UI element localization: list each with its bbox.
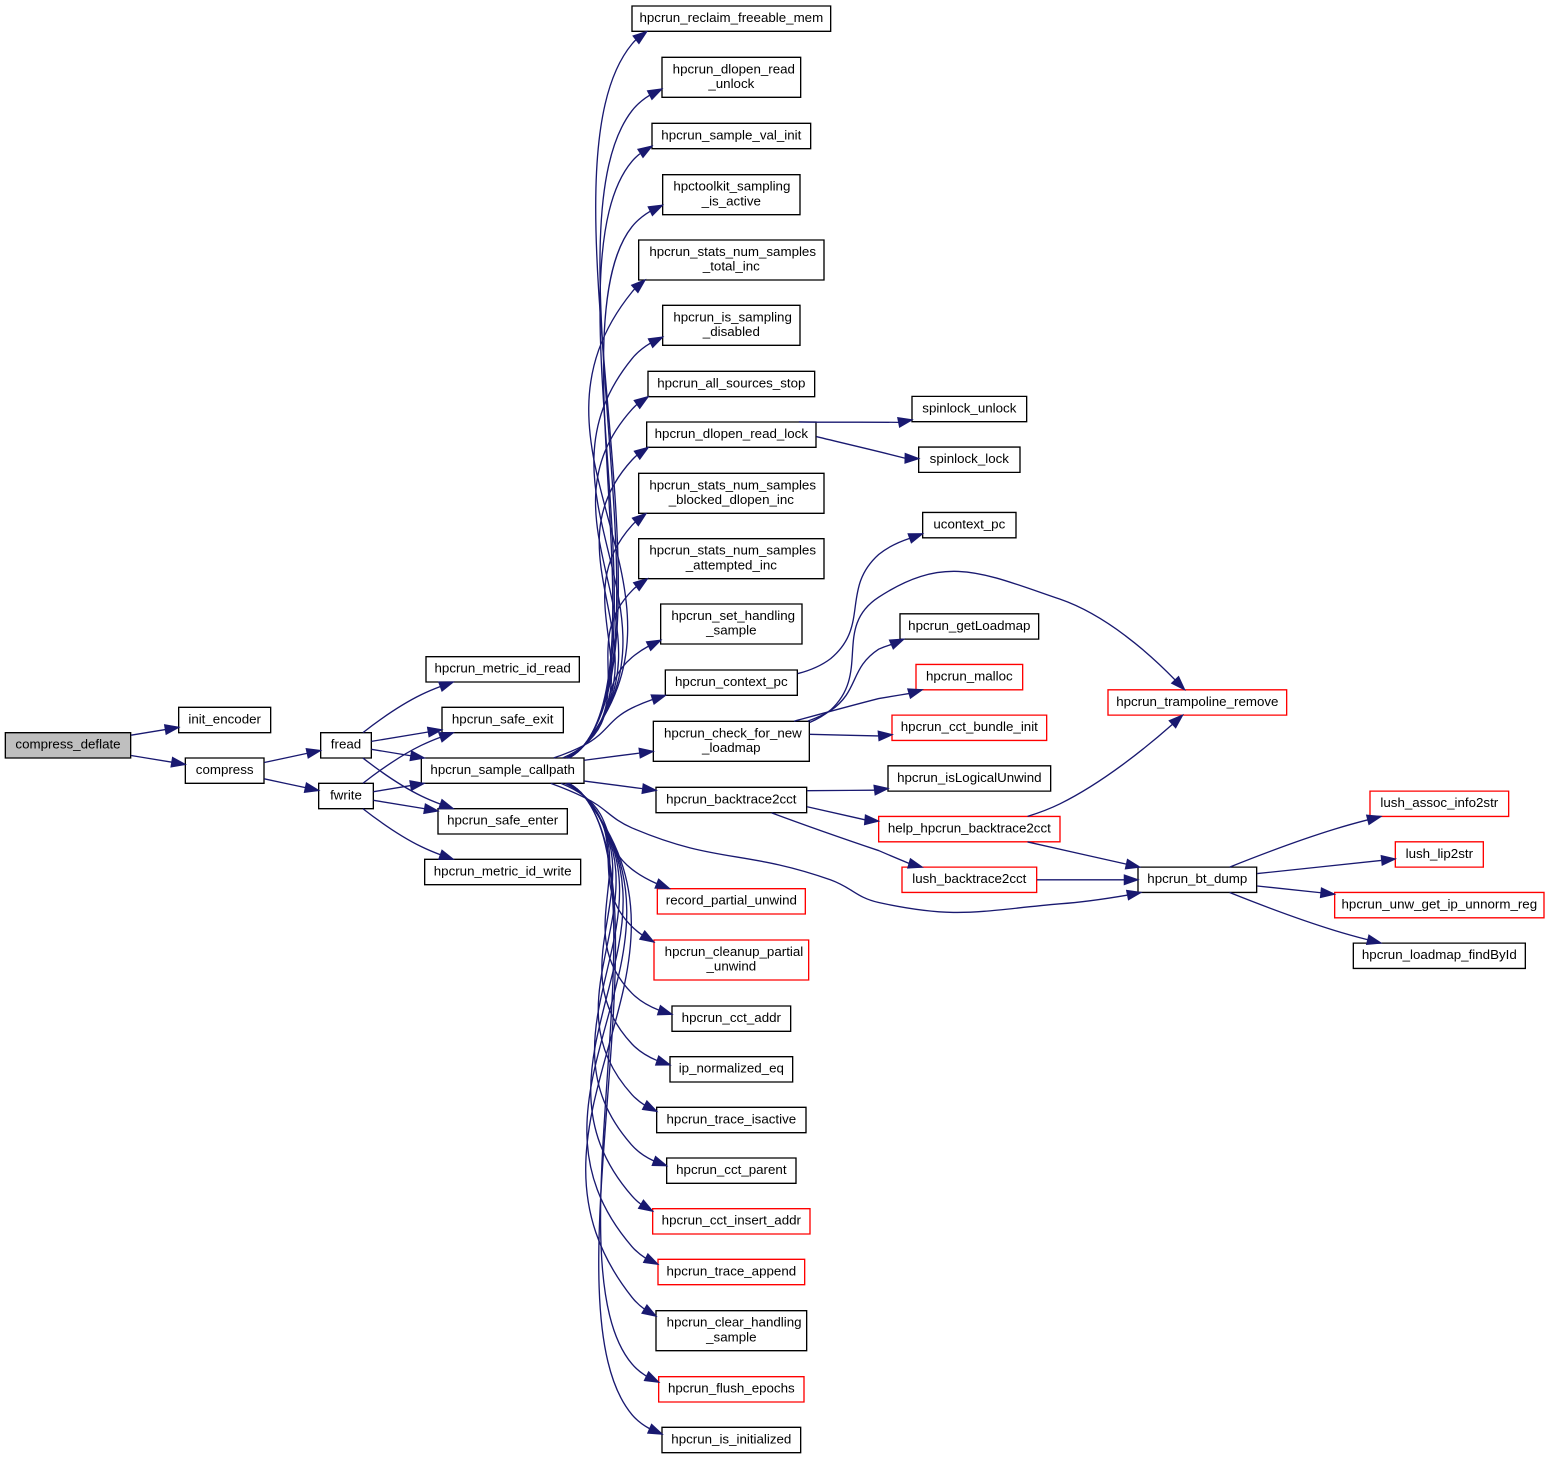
svg-text:hpcrun_clear_handling: hpcrun_clear_handling <box>667 1315 802 1330</box>
svg-text:hpcrun_trampoline_remove: hpcrun_trampoline_remove <box>1116 694 1278 709</box>
svg-text:hpcrun_getLoadmap: hpcrun_getLoadmap <box>908 618 1030 633</box>
svg-text:hpcrun_stats_num_samples: hpcrun_stats_num_samples <box>649 543 816 558</box>
svg-text:hpcrun_backtrace2cct: hpcrun_backtrace2cct <box>666 791 797 806</box>
svg-text:_unwind: _unwind <box>706 959 757 974</box>
svg-text:hpcrun_metric_id_write: hpcrun_metric_id_write <box>434 863 572 878</box>
svg-text:_attempted_inc: _attempted_inc <box>685 557 777 572</box>
svg-text:hpcrun_metric_id_read: hpcrun_metric_id_read <box>435 661 571 676</box>
svg-text:spinlock_unlock: spinlock_unlock <box>922 400 1016 415</box>
svg-text:hpcrun_isLogicalUnwind: hpcrun_isLogicalUnwind <box>897 770 1041 785</box>
svg-text:hpctoolkit_sampling: hpctoolkit_sampling <box>673 179 790 194</box>
svg-text:hpcrun_dlopen_read_lock: hpcrun_dlopen_read_lock <box>655 426 809 441</box>
svg-text:hpcrun_cct_parent: hpcrun_cct_parent <box>676 1162 787 1177</box>
svg-text:_sample: _sample <box>705 623 756 638</box>
svg-text:spinlock_lock: spinlock_lock <box>930 451 1010 466</box>
svg-text:record_partial_unwind: record_partial_unwind <box>666 893 797 908</box>
svg-text:compress: compress <box>196 762 254 777</box>
svg-text:compress_deflate: compress_deflate <box>15 737 120 752</box>
svg-text:help_hpcrun_backtrace2cct: help_hpcrun_backtrace2cct <box>888 820 1051 835</box>
svg-text:hpcrun_is_initialized: hpcrun_is_initialized <box>671 1431 791 1446</box>
svg-text:hpcrun_check_for_new: hpcrun_check_for_new <box>664 725 802 740</box>
svg-text:hpcrun_set_handling: hpcrun_set_handling <box>671 608 795 623</box>
svg-text:hpcrun_cct_bundle_init: hpcrun_cct_bundle_init <box>901 719 1038 734</box>
svg-text:hpcrun_malloc: hpcrun_malloc <box>926 668 1013 683</box>
svg-text:hpcrun_cct_addr: hpcrun_cct_addr <box>682 1010 782 1025</box>
svg-text:hpcrun_context_pc: hpcrun_context_pc <box>675 674 788 689</box>
svg-text:hpcrun_unw_get_ip_unnorm_reg: hpcrun_unw_get_ip_unnorm_reg <box>1342 896 1538 911</box>
svg-text:hpcrun_reclaim_freeable_mem: hpcrun_reclaim_freeable_mem <box>639 10 823 25</box>
svg-text:hpcrun_stats_num_samples: hpcrun_stats_num_samples <box>649 244 816 259</box>
svg-text:_unlock: _unlock <box>707 76 754 91</box>
svg-text:hpcrun_safe_enter: hpcrun_safe_enter <box>447 813 559 828</box>
svg-text:hpcrun_cct_insert_addr: hpcrun_cct_insert_addr <box>662 1213 802 1228</box>
svg-text:hpcrun_stats_num_samples: hpcrun_stats_num_samples <box>649 477 816 492</box>
svg-text:_sample: _sample <box>705 1329 756 1344</box>
svg-text:_disabled: _disabled <box>702 324 760 339</box>
svg-text:init_encoder: init_encoder <box>188 711 261 726</box>
svg-text:hpcrun_dlopen_read: hpcrun_dlopen_read <box>673 61 795 76</box>
svg-text:hpcrun_trace_isactive: hpcrun_trace_isactive <box>667 1111 797 1126</box>
svg-text:hpcrun_all_sources_stop: hpcrun_all_sources_stop <box>657 375 805 390</box>
svg-text:hpcrun_bt_dump: hpcrun_bt_dump <box>1147 871 1247 886</box>
svg-text:lush_backtrace2cct: lush_backtrace2cct <box>912 871 1026 886</box>
svg-text:hpcrun_sample_val_init: hpcrun_sample_val_init <box>661 127 801 142</box>
svg-text:ip_normalized_eq: ip_normalized_eq <box>679 1061 784 1076</box>
svg-text:_is_active: _is_active <box>701 193 761 208</box>
svg-text:lush_assoc_info2str: lush_assoc_info2str <box>1380 795 1498 810</box>
svg-text:fwrite: fwrite <box>330 787 362 802</box>
svg-text:hpcrun_is_sampling: hpcrun_is_sampling <box>673 309 792 324</box>
svg-text:hpcrun_flush_epochs: hpcrun_flush_epochs <box>668 1381 795 1396</box>
svg-text:hpcrun_trace_append: hpcrun_trace_append <box>666 1263 796 1278</box>
svg-text:_total_inc: _total_inc <box>702 259 760 274</box>
svg-text:_loadmap: _loadmap <box>701 740 761 755</box>
svg-text:_blocked_dlopen_inc: _blocked_dlopen_inc <box>668 492 795 507</box>
svg-text:ucontext_pc: ucontext_pc <box>933 516 1005 531</box>
svg-text:lush_lip2str: lush_lip2str <box>1406 846 1474 861</box>
svg-text:fread: fread <box>331 737 361 752</box>
svg-text:hpcrun_safe_exit: hpcrun_safe_exit <box>452 711 554 726</box>
svg-text:hpcrun_sample_callpath: hpcrun_sample_callpath <box>430 762 574 777</box>
svg-text:hpcrun_cleanup_partial: hpcrun_cleanup_partial <box>665 944 804 959</box>
svg-text:hpcrun_loadmap_findById: hpcrun_loadmap_findById <box>1362 947 1517 962</box>
